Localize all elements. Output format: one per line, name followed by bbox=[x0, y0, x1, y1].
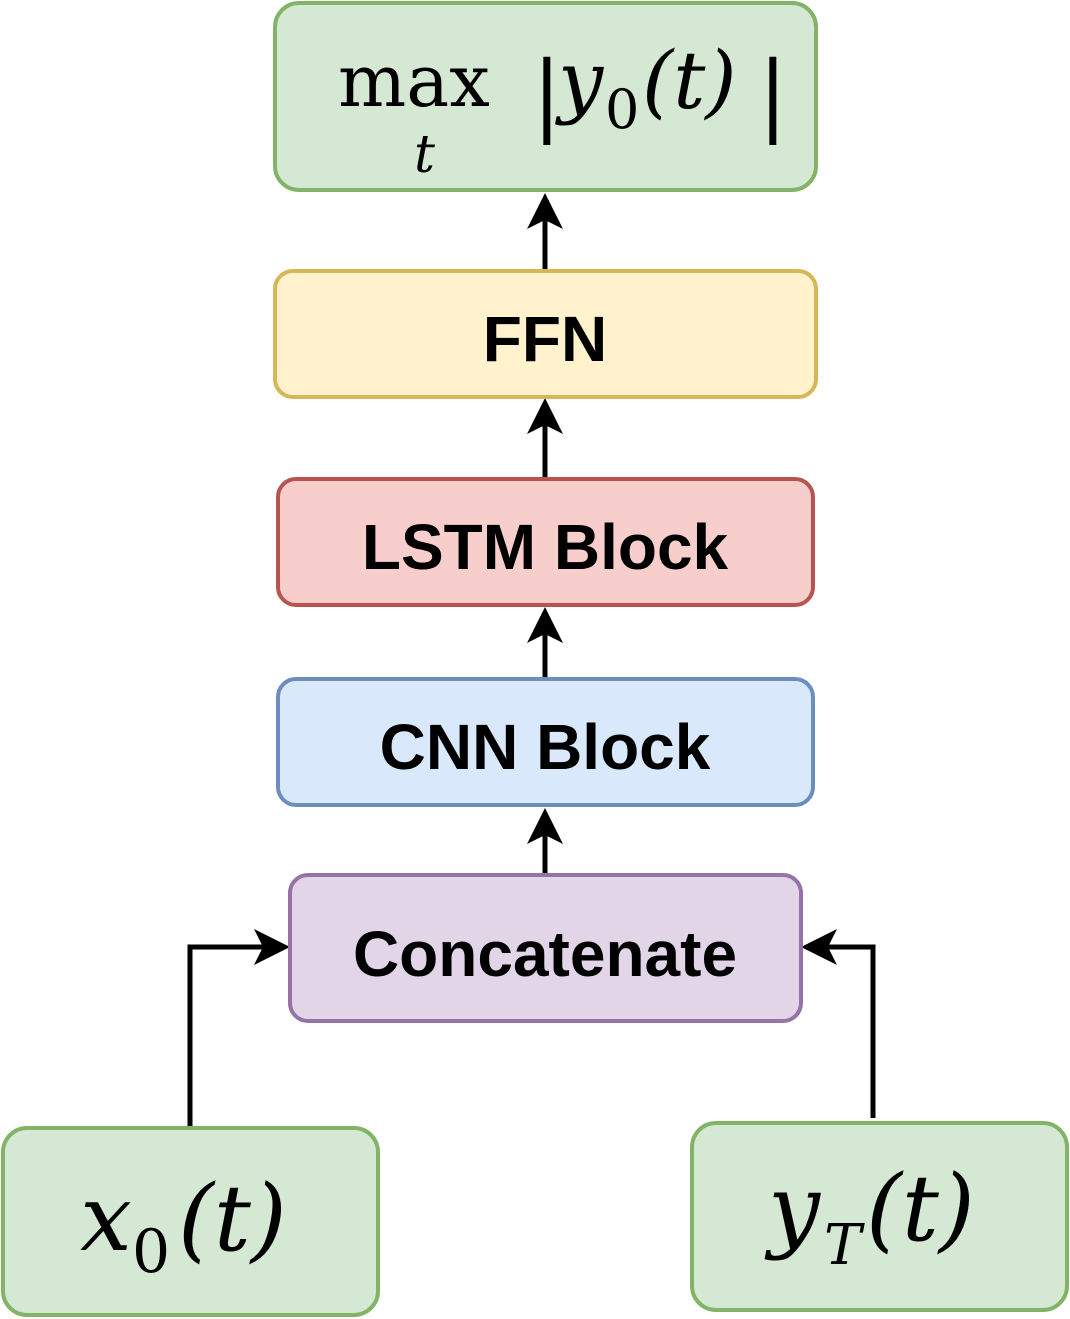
node-concat-label: Concatenate bbox=[353, 918, 737, 990]
node-concat-box bbox=[288, 873, 803, 1023]
arrowhead-ffn bbox=[527, 398, 563, 434]
node-output-arg: (t) bbox=[642, 34, 737, 127]
node-ffn-box bbox=[273, 269, 818, 399]
edges bbox=[187, 215, 876, 1126]
node-output-op-sub: t bbox=[414, 125, 435, 185]
node-cnn: CNN Block bbox=[276, 677, 815, 807]
node-output-op: max bbox=[338, 39, 490, 123]
arrowhead-output bbox=[527, 193, 563, 229]
node-input-x-box bbox=[1, 1126, 380, 1317]
node-input-x-var: x bbox=[80, 1165, 132, 1272]
node-cnn-label: CNN Block bbox=[380, 711, 711, 783]
node-input-y-sub: T bbox=[824, 1213, 865, 1278]
arrowhead-lstm bbox=[527, 607, 563, 643]
node-lstm-label: LSTM Block bbox=[362, 511, 729, 583]
arrowhead-concat-left bbox=[254, 929, 290, 965]
node-output-var: y bbox=[555, 34, 605, 127]
node-input-x-sub: 0 bbox=[132, 1217, 170, 1287]
node-input-y-box bbox=[690, 1121, 1069, 1312]
node-input-y: y T (t) bbox=[690, 1121, 1069, 1312]
node-concat: Concatenate bbox=[288, 873, 803, 1023]
node-lstm-box bbox=[276, 477, 815, 607]
node-output-var-sub: 0 bbox=[605, 78, 639, 141]
node-input-y-arg: (t) bbox=[866, 1155, 975, 1262]
node-output-box bbox=[273, 1, 818, 192]
arrowhead-cnn bbox=[527, 808, 563, 844]
node-input-x: x 0 (t) bbox=[1, 1126, 380, 1317]
node-ffn-label: FFN bbox=[483, 303, 607, 375]
node-lstm: LSTM Block bbox=[276, 477, 815, 607]
arrowhead-concat-right bbox=[801, 929, 837, 965]
node-output: max t | y 0 (t) | bbox=[273, 1, 818, 192]
arrowheads bbox=[254, 193, 837, 965]
edge-x0-to-concat bbox=[187, 944, 265, 1126]
node-input-x-arg: (t) bbox=[178, 1165, 287, 1272]
node-ffn: FFN bbox=[273, 269, 818, 399]
node-output-bar-left: | bbox=[532, 42, 562, 145]
edge-yT-to-concat bbox=[826, 944, 876, 1118]
node-cnn-box bbox=[276, 677, 815, 807]
node-input-y-var: y bbox=[764, 1155, 821, 1262]
node-output-bar-right: | bbox=[758, 42, 788, 145]
